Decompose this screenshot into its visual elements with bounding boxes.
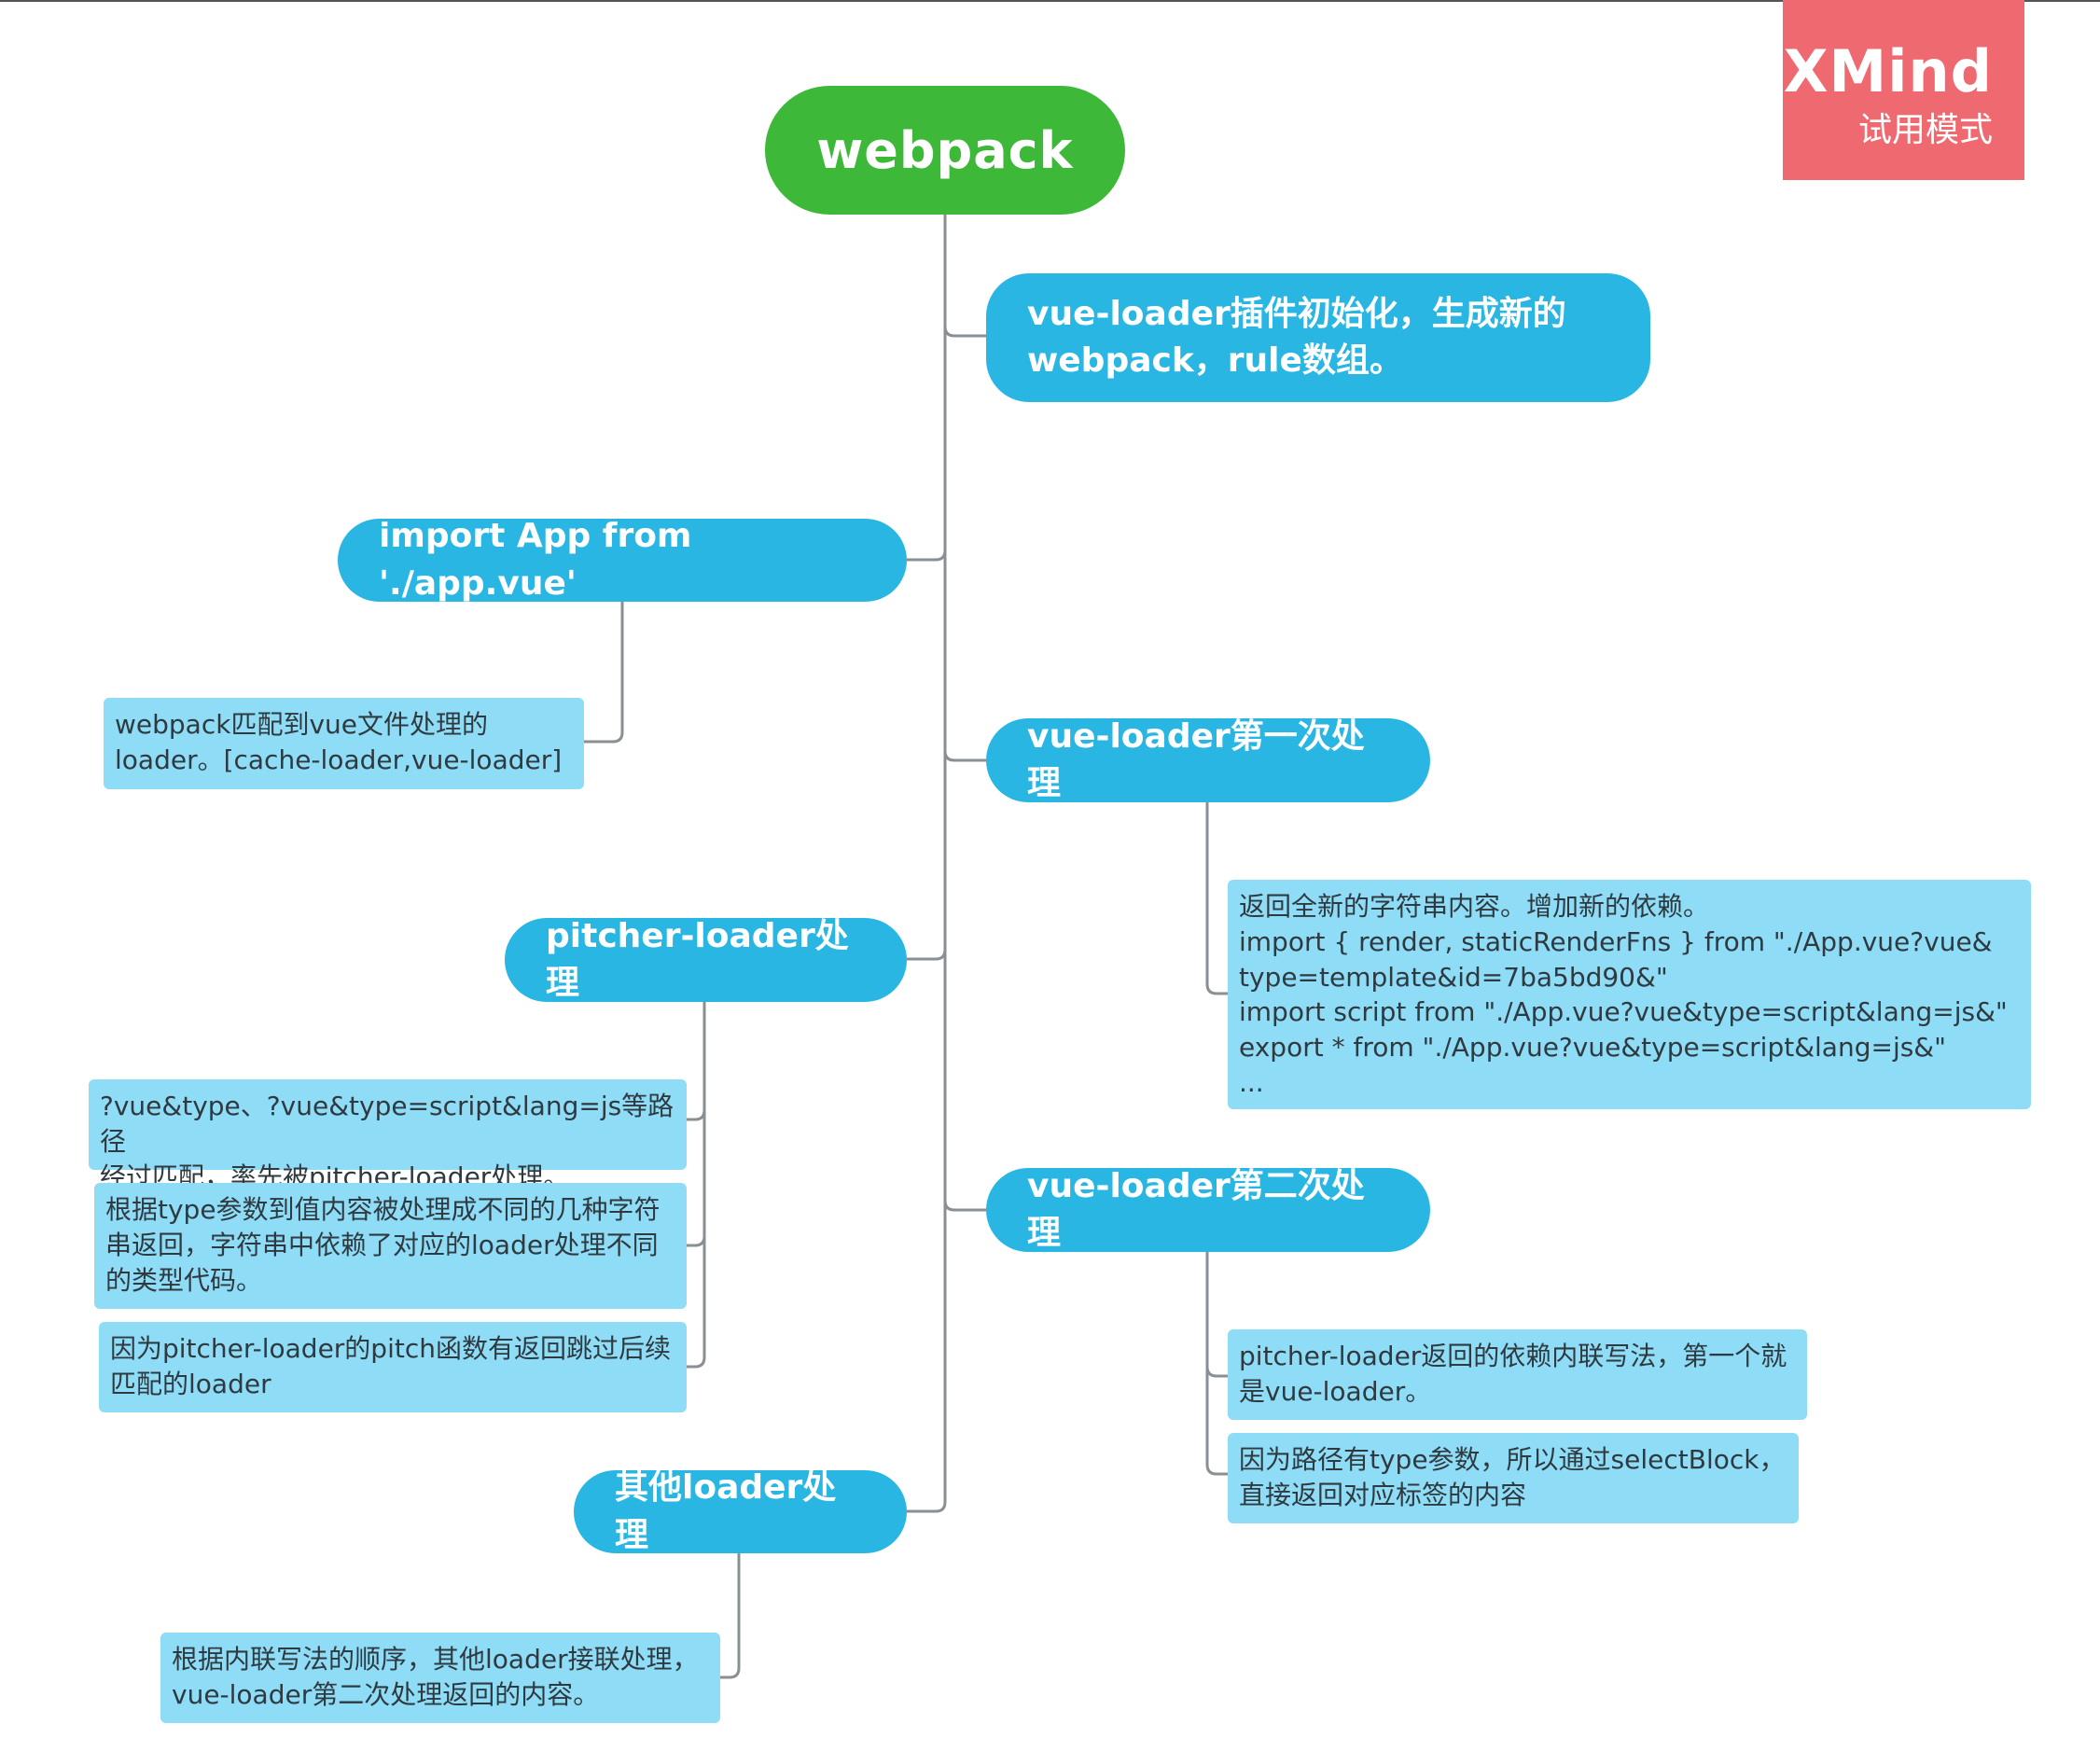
topic-other-loader[interactable]: 其他loader处理 [574, 1468, 907, 1554]
topic-pitcher-loader-label: pitcher-loader处理 [546, 916, 849, 1002]
note-webpack-match[interactable]: webpack匹配到vue文件处理的 loader。[cache-loader,… [104, 698, 584, 789]
note-pitcher-1[interactable]: ?vue&type、?vue&type=script&lang=js等路径 经过… [89, 1079, 687, 1192]
connector-second-to-notes [1205, 1252, 1228, 1476]
connector-pitcher-to-notes [687, 1002, 706, 1369]
connector-vue-loader-second [943, 1200, 986, 1212]
xmind-badge-subtitle: 试用模式 [1857, 111, 1993, 149]
topic-vue-loader-second[interactable]: vue-loader第二次处理 [986, 1167, 1430, 1252]
note-pitcher-3[interactable]: 因为pitcher-loader的pitch函数有返回跳过后续 匹配的loade… [99, 1322, 687, 1412]
top-border-line [0, 0, 2100, 2]
connector-vue-loader-first [943, 750, 986, 762]
connector-first-to-note [1205, 802, 1228, 995]
connector-import-to-note [584, 602, 624, 744]
connector-vue-loader-init [943, 326, 986, 338]
xmind-badge-title: XMind [1783, 37, 1993, 105]
topic-import-app-label: import App from './app.vue' [379, 517, 692, 603]
topic-pitcher-loader[interactable]: pitcher-loader处理 [505, 917, 907, 1002]
connector-pitcher-loader [907, 949, 947, 961]
note-second-2[interactable]: 因为路径有type参数，所以通过selectBlock， 直接返回对应标签的内容 [1228, 1433, 1799, 1523]
note-other-1[interactable]: 根据内联写法的顺序，其他loader接联处理， vue-loader第二次处理返… [160, 1633, 720, 1723]
connector-other-to-note [720, 1553, 741, 1679]
topic-vue-loader-init-label: vue-loader插件初始化，生成新的 webpack，rule数组。 [1027, 294, 1566, 380]
xmind-trial-badge: XMind 试用模式 [1783, 0, 2024, 180]
topic-vue-loader-second-label: vue-loader第二次处理 [1027, 1166, 1365, 1252]
topic-vue-loader-init[interactable]: vue-loader插件初始化，生成新的 webpack，rule数组。 [986, 273, 1650, 402]
root-topic-webpack[interactable]: webpack [765, 86, 1125, 215]
note-second-1[interactable]: pitcher-loader返回的依赖内联写法，第一个就 是vue-loader… [1228, 1329, 1807, 1420]
topic-vue-loader-first-label: vue-loader第一次处理 [1027, 716, 1365, 802]
note-first-return[interactable]: 返回全新的字符串内容。增加新的依赖。 import { render, stat… [1228, 880, 2031, 1109]
connector-trunk [907, 215, 947, 1513]
connector-import-app [907, 549, 947, 562]
topic-vue-loader-first[interactable]: vue-loader第一次处理 [986, 717, 1430, 802]
topic-other-loader-label: 其他loader处理 [615, 1468, 837, 1554]
note-pitcher-2[interactable]: 根据type参数到值内容被处理成不同的几种字符 串返回，字符串中依赖了对应的lo… [94, 1183, 687, 1309]
topic-import-app[interactable]: import App from './app.vue' [338, 517, 907, 603]
